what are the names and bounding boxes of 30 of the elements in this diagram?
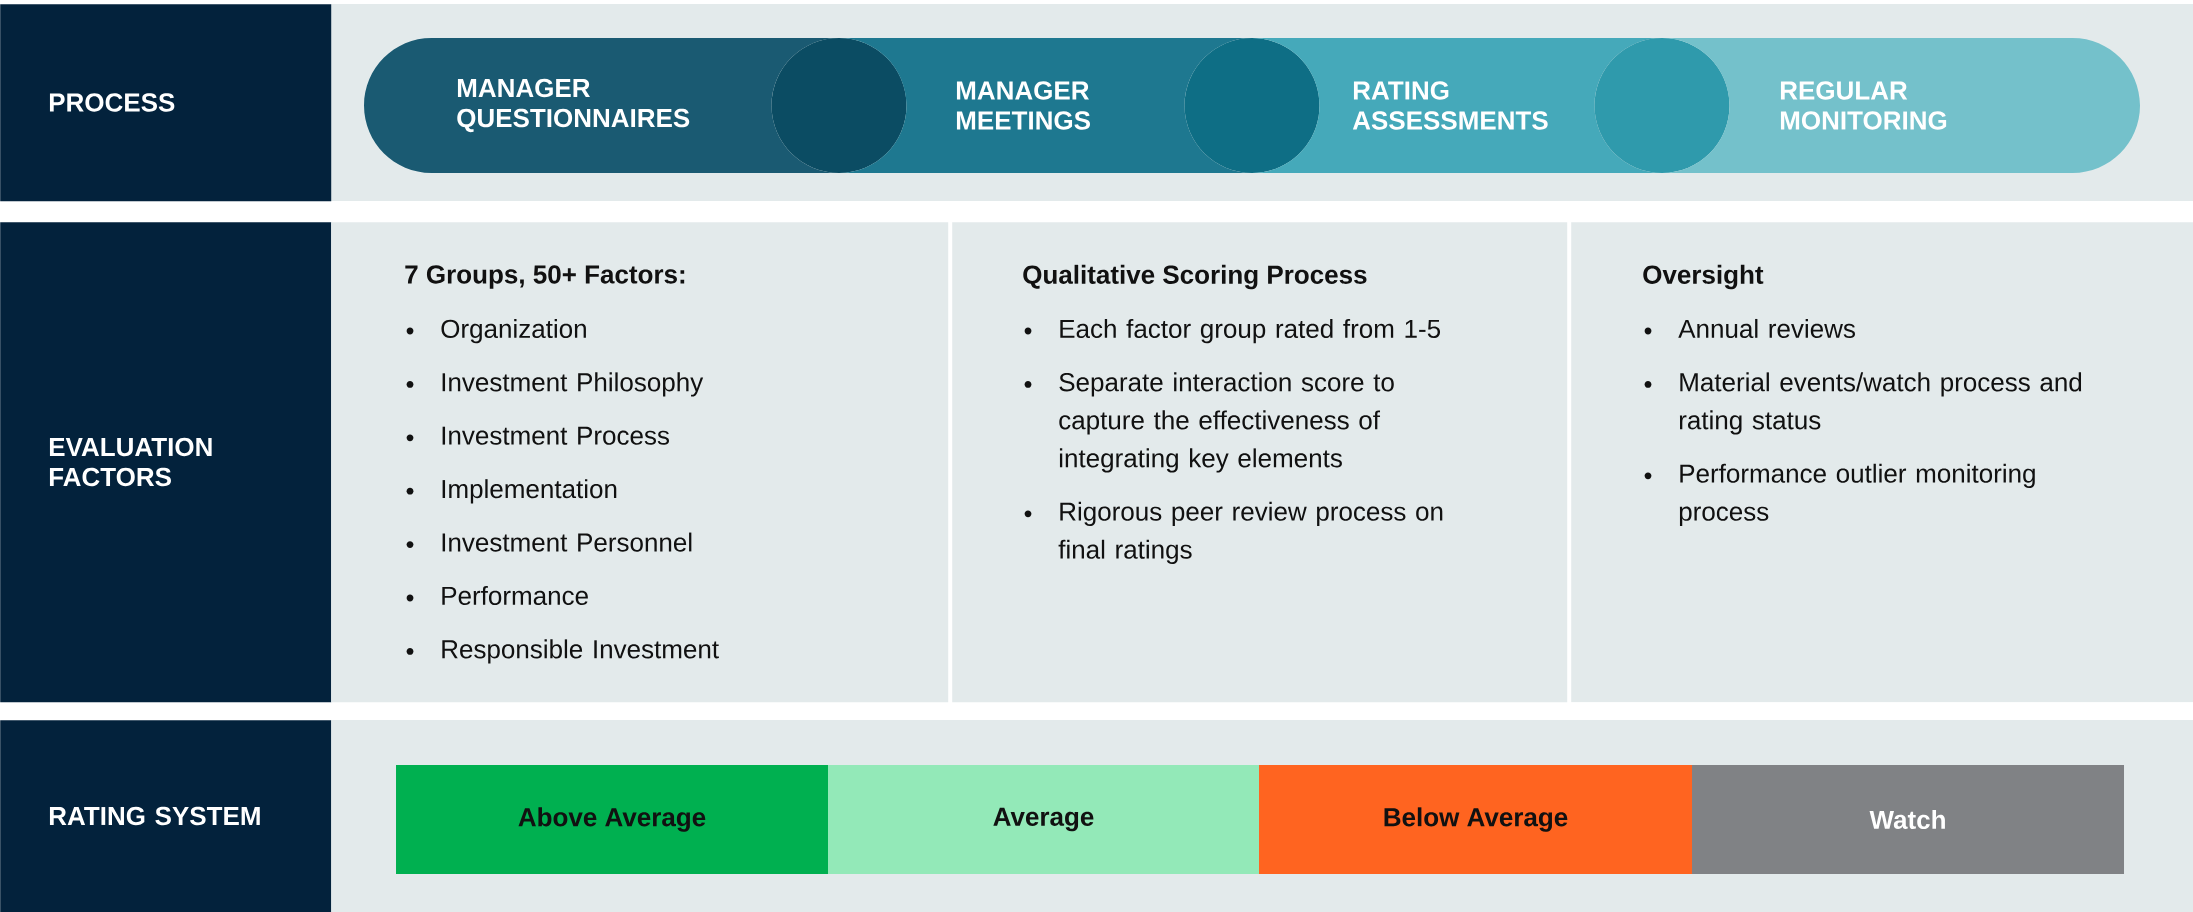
column-heading: Qualitative Scoring Process [1023, 264, 1367, 290]
bullet-item: Organization [406, 318, 586, 344]
process-segment: MANAGER MEETINGS [839, 38, 1252, 173]
row-header: EVALUATION FACTORS [0, 222, 332, 703]
bullet-item: Performance [406, 586, 588, 606]
process-segment: REGULAR MONITORING [1662, 38, 2140, 173]
row-header: RATING SYSTEM [0, 720, 332, 912]
rating-bar: Below Average [1259, 765, 1692, 874]
column-heading: 7 Groups, 50+ Factors: [405, 265, 685, 289]
rating-bar: Above Average [396, 765, 828, 874]
column-heading: Oversight [1643, 264, 1764, 290]
overlap-circle [1594, 38, 1730, 173]
bullet-item: Implementation [406, 479, 617, 504]
row-header: PROCESS [0, 4, 332, 202]
bullet-item: Rigorous peer review process on final ratings [1024, 501, 1443, 564]
bullet-item: Separate interaction score to capture the effectiveness of integrating key elements [1024, 372, 1394, 473]
bullet-item: Performance outlier monitoring process [1644, 463, 2035, 526]
bullet-item: Investment Philosophy [406, 372, 704, 397]
rating-bar: Average [828, 765, 1259, 874]
bullet-item: Investment Process [406, 426, 669, 445]
overlap-circle [771, 38, 907, 173]
bullet-item: Each factor group rated from 1-5 [1024, 318, 1440, 344]
process-segment: MANAGER QUESTIONNAIRES [364, 38, 839, 173]
bullet-item: Responsible Investment [406, 639, 719, 664]
rating-bar: Watch [1692, 765, 2124, 874]
bullet-item: Material events/watch process and rating status [1644, 372, 2082, 435]
bullet-item: Investment Personnel [406, 532, 692, 552]
process-segment: RATING ASSESSMENTS [1252, 38, 1662, 173]
overlap-circle [1184, 38, 1320, 173]
bullet-item: Annual reviews [1644, 318, 1855, 339]
